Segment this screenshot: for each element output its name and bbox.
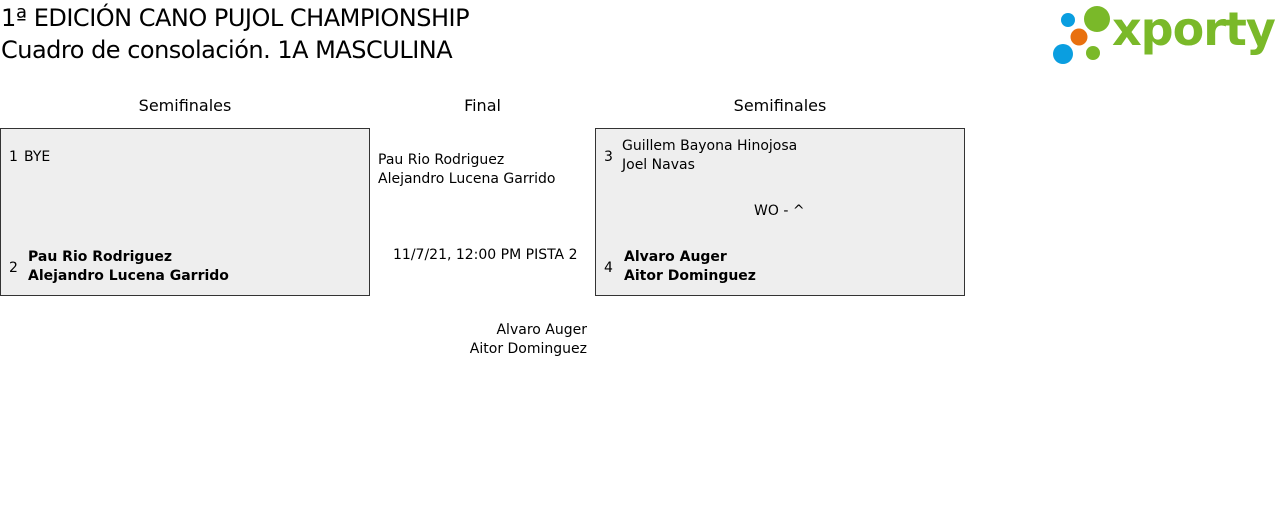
team: Guillem Bayona Hinojosa Joel Navas xyxy=(622,137,797,175)
final-schedule: 11/7/21, 12:00 PM PISTA 2 xyxy=(393,247,578,263)
round-label-final: Final xyxy=(464,96,501,115)
seed: 3 xyxy=(604,149,613,165)
player-name: Aitor Dominguez xyxy=(469,341,587,357)
page-title: 1ª EDICIÓN CANO PUJOL CHAMPIONSHIP xyxy=(1,4,470,32)
team-winner: Alvaro Auger Aitor Dominguez xyxy=(624,248,756,286)
player-name: Alvaro Auger xyxy=(496,322,587,338)
round-label-left: Semifinales xyxy=(138,96,232,115)
player-name: Aitor Dominguez xyxy=(624,268,756,284)
player-name: Alejandro Lucena Garrido xyxy=(28,268,229,284)
team-winner: Pau Rio Rodriguez Alejandro Lucena Garri… xyxy=(28,248,229,286)
player-name: Alvaro Auger xyxy=(624,249,727,265)
match-score: WO - ^ xyxy=(754,203,805,219)
team-name: BYE xyxy=(24,149,51,165)
seed: 2 xyxy=(9,260,18,276)
final-team-2: Alvaro Auger Aitor Dominguez xyxy=(470,321,587,359)
player-name: Joel Navas xyxy=(622,157,695,173)
header: 1ª EDICIÓN CANO PUJOL CHAMPIONSHIP Cuadr… xyxy=(1,2,470,66)
final-team-1: Pau Rio Rodriguez Alejandro Lucena Garri… xyxy=(378,151,555,189)
page-subtitle: Cuadro de consolación. 1A MASCULINA xyxy=(1,36,453,64)
logo-dots-icon xyxy=(1053,6,1110,64)
seed: 1 xyxy=(9,149,18,165)
match-box-2[interactable]: 3 Guillem Bayona Hinojosa Joel Navas WO … xyxy=(595,128,965,296)
player-name: Pau Rio Rodriguez xyxy=(28,249,172,265)
player-name: Alejandro Lucena Garrido xyxy=(378,171,556,187)
round-label-right: Semifinales xyxy=(733,96,827,115)
logo-text: xporty xyxy=(1112,2,1276,56)
xporty-logo[interactable]: xporty xyxy=(1050,2,1276,66)
match-box-1[interactable]: 1 BYE 2 Pau Rio Rodriguez Alejandro Luce… xyxy=(0,128,370,296)
player-name: Guillem Bayona Hinojosa xyxy=(622,138,798,154)
seed: 4 xyxy=(604,260,613,276)
player-name: Pau Rio Rodriguez xyxy=(378,152,505,168)
